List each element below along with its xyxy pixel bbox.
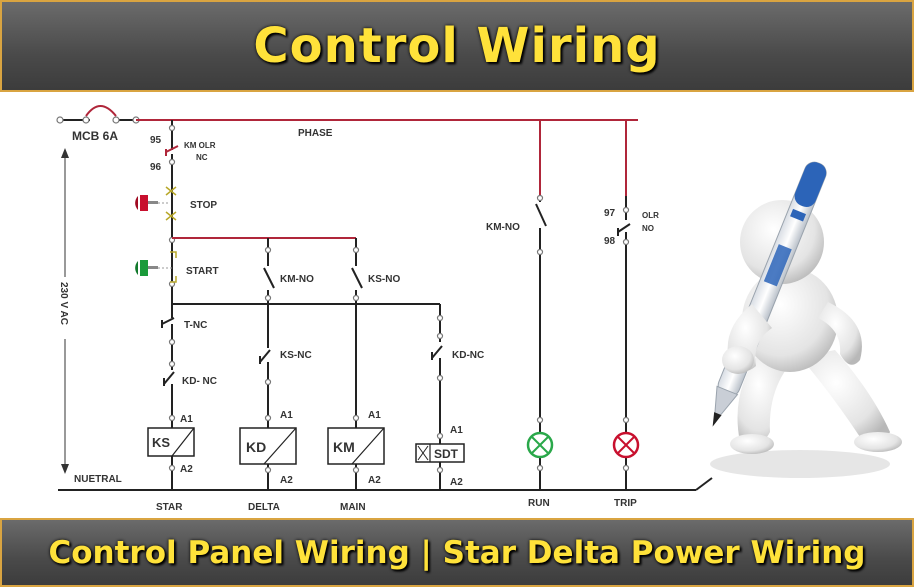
voltage-label: 230 V AC — [58, 282, 69, 325]
terminal-96: 96 — [150, 162, 162, 173]
voltage-arrow — [58, 148, 72, 474]
run-column — [535, 120, 547, 490]
ks-nc-label: KS-NC — [280, 350, 312, 361]
sdt-column — [431, 304, 444, 490]
footer-title: Control Panel Wiring | Star Delta Power … — [48, 534, 866, 571]
trip-column — [617, 120, 631, 490]
figure-with-pen-illustration — [695, 161, 902, 491]
ks-no-label: KS-NO — [368, 274, 400, 285]
main-column — [351, 238, 363, 490]
header-banner: Control Wiring — [0, 0, 914, 92]
col-trip-label: TRIP — [614, 498, 637, 509]
col-star-label: STAR — [156, 502, 183, 513]
coil-sdt-label: SDT — [434, 447, 459, 461]
kd-nc-star-label: KD- NC — [182, 376, 217, 387]
km-a1: A1 — [368, 410, 381, 421]
neutral-label: NUETRAL — [74, 474, 122, 485]
km-no-label: KM-NO — [280, 274, 314, 285]
page-title: Control Wiring — [253, 18, 661, 74]
coil-sdt — [415, 443, 465, 463]
sdt-a1: A1 — [450, 425, 463, 436]
km-olr-label: KM OLR — [184, 141, 216, 150]
terminal-95: 95 — [150, 135, 162, 146]
mcb-label: MCB 6A — [72, 129, 118, 143]
start-label: START — [186, 266, 219, 277]
terminal-98: 98 — [604, 236, 616, 247]
kd-a2: A2 — [280, 475, 293, 486]
start-button — [135, 251, 177, 283]
stop-button — [135, 186, 177, 221]
run-lamp — [526, 431, 554, 459]
col-delta-label: DELTA — [248, 502, 280, 513]
ks-a2: A2 — [180, 464, 193, 475]
control-wiring-diagram: MCB 6A PHASE 230 V AC NUETRAL — [56, 105, 902, 513]
t-nc-label: T-NC — [184, 320, 207, 331]
footer-banner: Control Panel Wiring | Star Delta Power … — [0, 518, 914, 587]
coil-km — [327, 427, 385, 465]
terminal-97: 97 — [604, 208, 616, 219]
olr-nc-label: NC — [196, 153, 208, 162]
col-main-label: MAIN — [340, 502, 366, 513]
sdt-a2: A2 — [450, 477, 463, 488]
km-a2: A2 — [368, 475, 381, 486]
olr-label: OLR — [642, 211, 659, 220]
trip-lamp — [612, 431, 640, 459]
stop-label: STOP — [190, 200, 217, 211]
kd-a1: A1 — [280, 410, 293, 421]
delta-column — [259, 238, 275, 490]
coil-kd-label: KD — [246, 439, 266, 455]
coil-ks — [147, 427, 195, 457]
phase-label: PHASE — [298, 128, 333, 139]
km-no-run-label: KM-NO — [486, 222, 520, 233]
col-run-label: RUN — [528, 498, 550, 509]
kd-nc-label: KD-NC — [452, 350, 484, 361]
ks-a1: A1 — [180, 414, 193, 425]
mcb-breaker — [56, 105, 140, 124]
olr-no-label: NO — [642, 224, 654, 233]
coil-kd — [239, 427, 297, 465]
coil-ks-label: KS — [152, 435, 170, 450]
coil-km-label: KM — [333, 439, 355, 455]
